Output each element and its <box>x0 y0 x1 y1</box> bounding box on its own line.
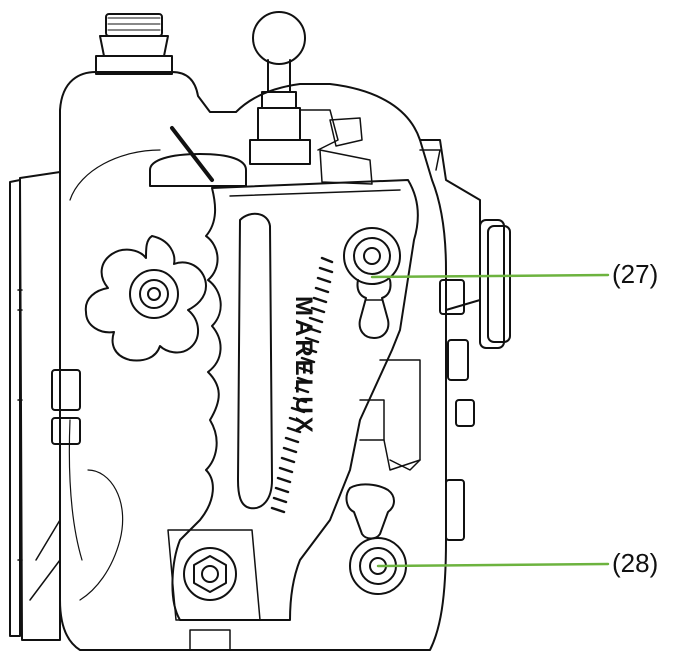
top-ball-mount <box>149 11 373 187</box>
side-panel <box>359 359 421 471</box>
leader-line-28 <box>376 562 610 568</box>
leader-line-27 <box>370 273 610 279</box>
housing-body <box>9 71 447 651</box>
top-connector <box>95 13 173 75</box>
callout-label-28: (28) <box>612 548 659 578</box>
brand-logo-text: MARELUX <box>290 296 317 436</box>
left-side-buttons <box>51 369 81 445</box>
upper-lever <box>343 227 401 339</box>
callout-label-27: (27) <box>612 259 659 289</box>
bottom-bolt <box>167 529 261 651</box>
right-side-housing <box>419 139 511 541</box>
hand-grip: MARELUX <box>171 179 419 621</box>
lower-lever <box>345 483 407 595</box>
star-knob <box>84 235 207 362</box>
